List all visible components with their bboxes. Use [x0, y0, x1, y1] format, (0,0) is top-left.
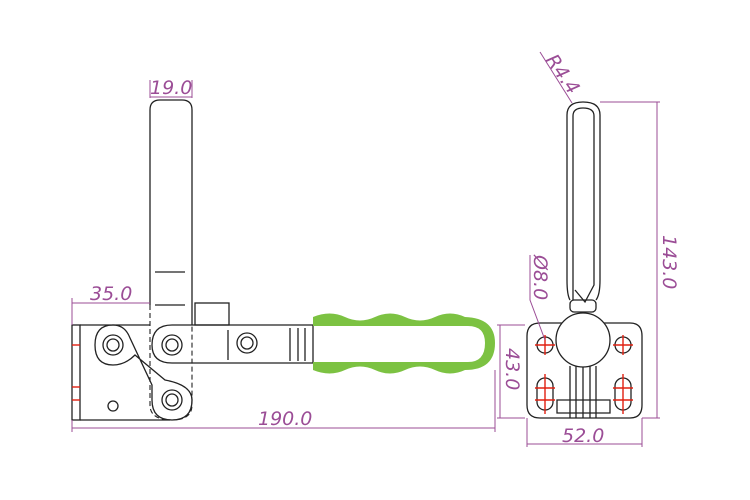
link-plate [94, 324, 193, 421]
dimension-handle-width: 19.0 [149, 77, 193, 99]
side-view: 19.0 35.0 190.0 43.0 [71, 77, 525, 432]
base-plate [526, 322, 643, 419]
centerline-marks [72, 344, 80, 401]
dimension-label: 143.0 [658, 235, 680, 289]
dimension-label: 19.0 [150, 77, 192, 99]
arm-ribs [227, 328, 306, 361]
dimension-base-height: 43.0 [497, 324, 525, 419]
handle-collar [569, 299, 597, 313]
mounting-hole [107, 400, 119, 412]
arm-marks [155, 271, 185, 306]
dimension-label: 35.0 [90, 283, 132, 305]
dimension-label: R4.4 [541, 50, 584, 98]
handle-grip [313, 313, 495, 374]
dimension-radius: R4.4 [539, 50, 584, 104]
dimension-label: Ø8.0 [529, 254, 551, 300]
handle-arm [151, 324, 314, 364]
dimension-label: 43.0 [501, 348, 523, 390]
pivot-hub [555, 312, 611, 368]
loop-handle [566, 101, 601, 304]
base-plate-edge [71, 324, 81, 421]
spindle-lines [556, 366, 611, 418]
stop-block [194, 302, 230, 326]
dimension-base-width: 52.0 [526, 418, 643, 447]
dimension-base-offset: 35.0 [71, 283, 150, 325]
clamp-arm-vertical [149, 99, 193, 325]
dimension-total-length: 190.0 [71, 370, 496, 432]
pivot-pins [102, 332, 258, 411]
mounting-holes [535, 335, 633, 414]
front-view: R4.4 Ø8.0 143.0 52.0 [526, 50, 680, 447]
dimension-label: 52.0 [562, 425, 604, 447]
dimension-hole-diameter: Ø8.0 [529, 254, 551, 341]
dimension-label: 190.0 [258, 408, 312, 430]
dimension-total-height: 143.0 [600, 101, 680, 419]
